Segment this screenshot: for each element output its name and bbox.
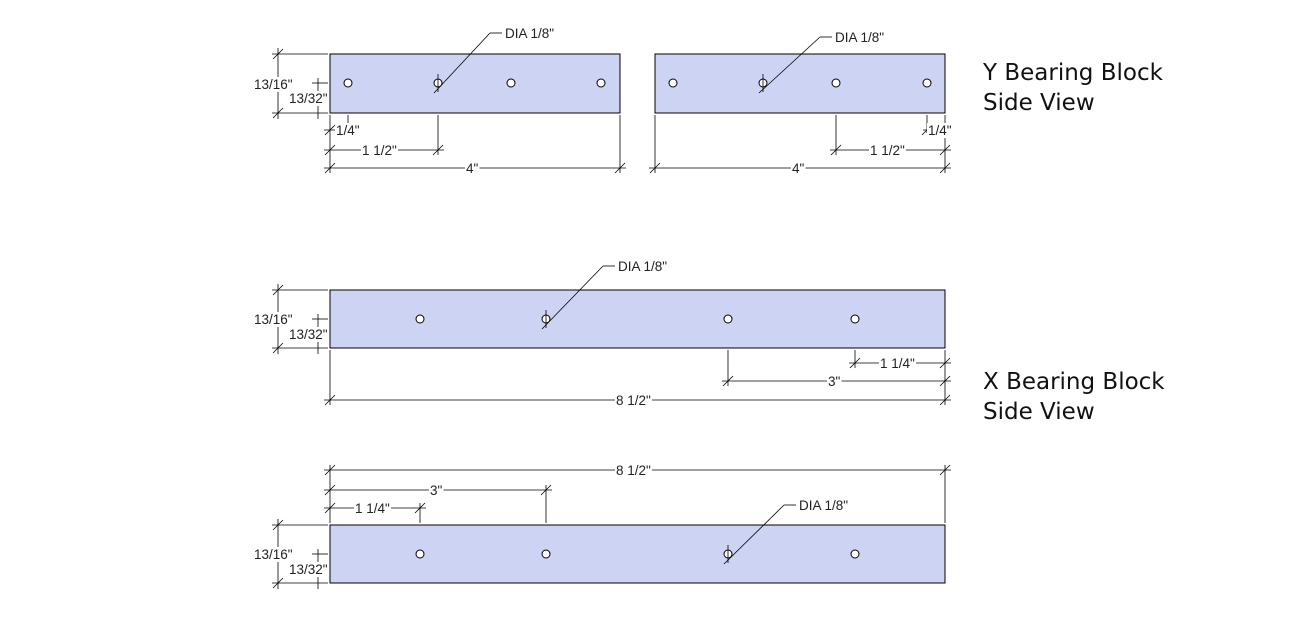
- x-block-bottom-body: [329, 524, 946, 584]
- label-backing: [869, 143, 907, 158]
- quarter-label: 1/4": [336, 123, 360, 138]
- dia-leader: DIA 1/8": [723, 498, 850, 565]
- half-height-label: 13/32": [289, 91, 328, 106]
- label-backing: [791, 161, 806, 176]
- eight-half-label: 8 1/2": [616, 463, 651, 478]
- label-backing: [335, 123, 361, 138]
- hole: [596, 78, 606, 88]
- hole: [831, 78, 841, 88]
- y-block-right-body: [654, 53, 946, 114]
- x-block-top: DIA 1/8" 13/16" 13/32" 1 1/4" 3": [253, 259, 951, 408]
- hole: [850, 314, 860, 324]
- label-backing: [827, 374, 842, 389]
- height-label: 13/16": [254, 547, 293, 562]
- label-backing: [253, 312, 294, 327]
- x-block-top-body: [329, 289, 946, 349]
- three-label: 3": [430, 483, 443, 498]
- quarter-label: 1/4": [928, 123, 952, 138]
- hole: [723, 314, 733, 324]
- horizontal-dimensions: 8 1/2" 3" 1 1/4": [324, 463, 951, 523]
- hole: [922, 78, 932, 88]
- label-backing: [429, 483, 444, 498]
- x-block-bottom: DIA 1/8" 13/16" 13/32" 8 1/2" 3": [253, 463, 951, 589]
- four-label: 4": [792, 161, 805, 176]
- dia-leader: DIA 1/8": [758, 30, 886, 94]
- dia-label: DIA 1/8": [799, 498, 848, 513]
- y-title-line2: Side View: [983, 90, 1095, 116]
- three-label: 3": [828, 374, 841, 389]
- hole: [668, 78, 678, 88]
- label-backing: [253, 547, 294, 562]
- label-backing: [361, 143, 399, 158]
- hole: [541, 549, 551, 559]
- one-quarter-label: 1 1/4": [355, 501, 390, 516]
- dia-leader: DIA 1/8": [433, 26, 556, 94]
- y-title-line1: Y Bearing Block: [982, 60, 1164, 86]
- height-label: 13/16": [254, 312, 293, 327]
- label-backing: [927, 123, 953, 138]
- height-dimension: 13/16" 13/32": [253, 284, 329, 354]
- height-dimension: 13/16" 13/32": [253, 519, 329, 589]
- label-backing: [615, 393, 653, 408]
- horizontal-dimensions: 1/4" 1 1/2" 4": [649, 115, 953, 176]
- height-dimension: 13/16" 13/32": [253, 48, 329, 119]
- label-backing: [288, 91, 329, 106]
- half-height-label: 13/32": [289, 562, 328, 577]
- label-backing: [288, 562, 329, 577]
- one-quarter-label: 1 1/4": [880, 356, 915, 371]
- hole: [850, 549, 860, 559]
- y-block-right: DIA 1/8" 1/4" 1 1/2" 4": [649, 30, 953, 176]
- label-backing: [354, 501, 392, 516]
- dia-label: DIA 1/8": [505, 26, 554, 41]
- dia-label: DIA 1/8": [618, 259, 667, 274]
- x-title-line1: X Bearing Block: [983, 369, 1165, 395]
- dia-label: DIA 1/8": [835, 30, 884, 45]
- y-block-left: DIA 1/8" 13/16" 13/32" 1/4": [253, 26, 626, 176]
- four-label: 4": [466, 161, 479, 176]
- label-backing: [879, 356, 917, 371]
- label-backing: [834, 30, 886, 45]
- label-backing: [615, 463, 653, 478]
- half-height-label: 13/32": [289, 327, 328, 342]
- y-block-left-body: [329, 53, 621, 114]
- hole: [506, 78, 516, 88]
- hole: [415, 314, 425, 324]
- hole: [343, 78, 353, 88]
- label-backing: [253, 77, 294, 92]
- horizontal-dimensions: 1/4" 1 1/2" 4": [324, 115, 626, 176]
- x-title-line2: Side View: [983, 399, 1095, 425]
- label-backing: [798, 498, 850, 513]
- horizontal-dimensions: 1 1/4" 3" 8 1/2": [324, 350, 951, 408]
- label-backing: [504, 26, 556, 41]
- one-half-label: 1 1/2": [870, 143, 905, 158]
- label-backing: [288, 327, 329, 342]
- one-half-label: 1 1/2": [362, 143, 397, 158]
- hole: [415, 549, 425, 559]
- label-backing: [465, 161, 480, 176]
- eight-half-label: 8 1/2": [616, 393, 651, 408]
- height-label: 13/16": [254, 77, 293, 92]
- label-backing: [617, 259, 669, 274]
- dia-leader: DIA 1/8": [541, 259, 669, 330]
